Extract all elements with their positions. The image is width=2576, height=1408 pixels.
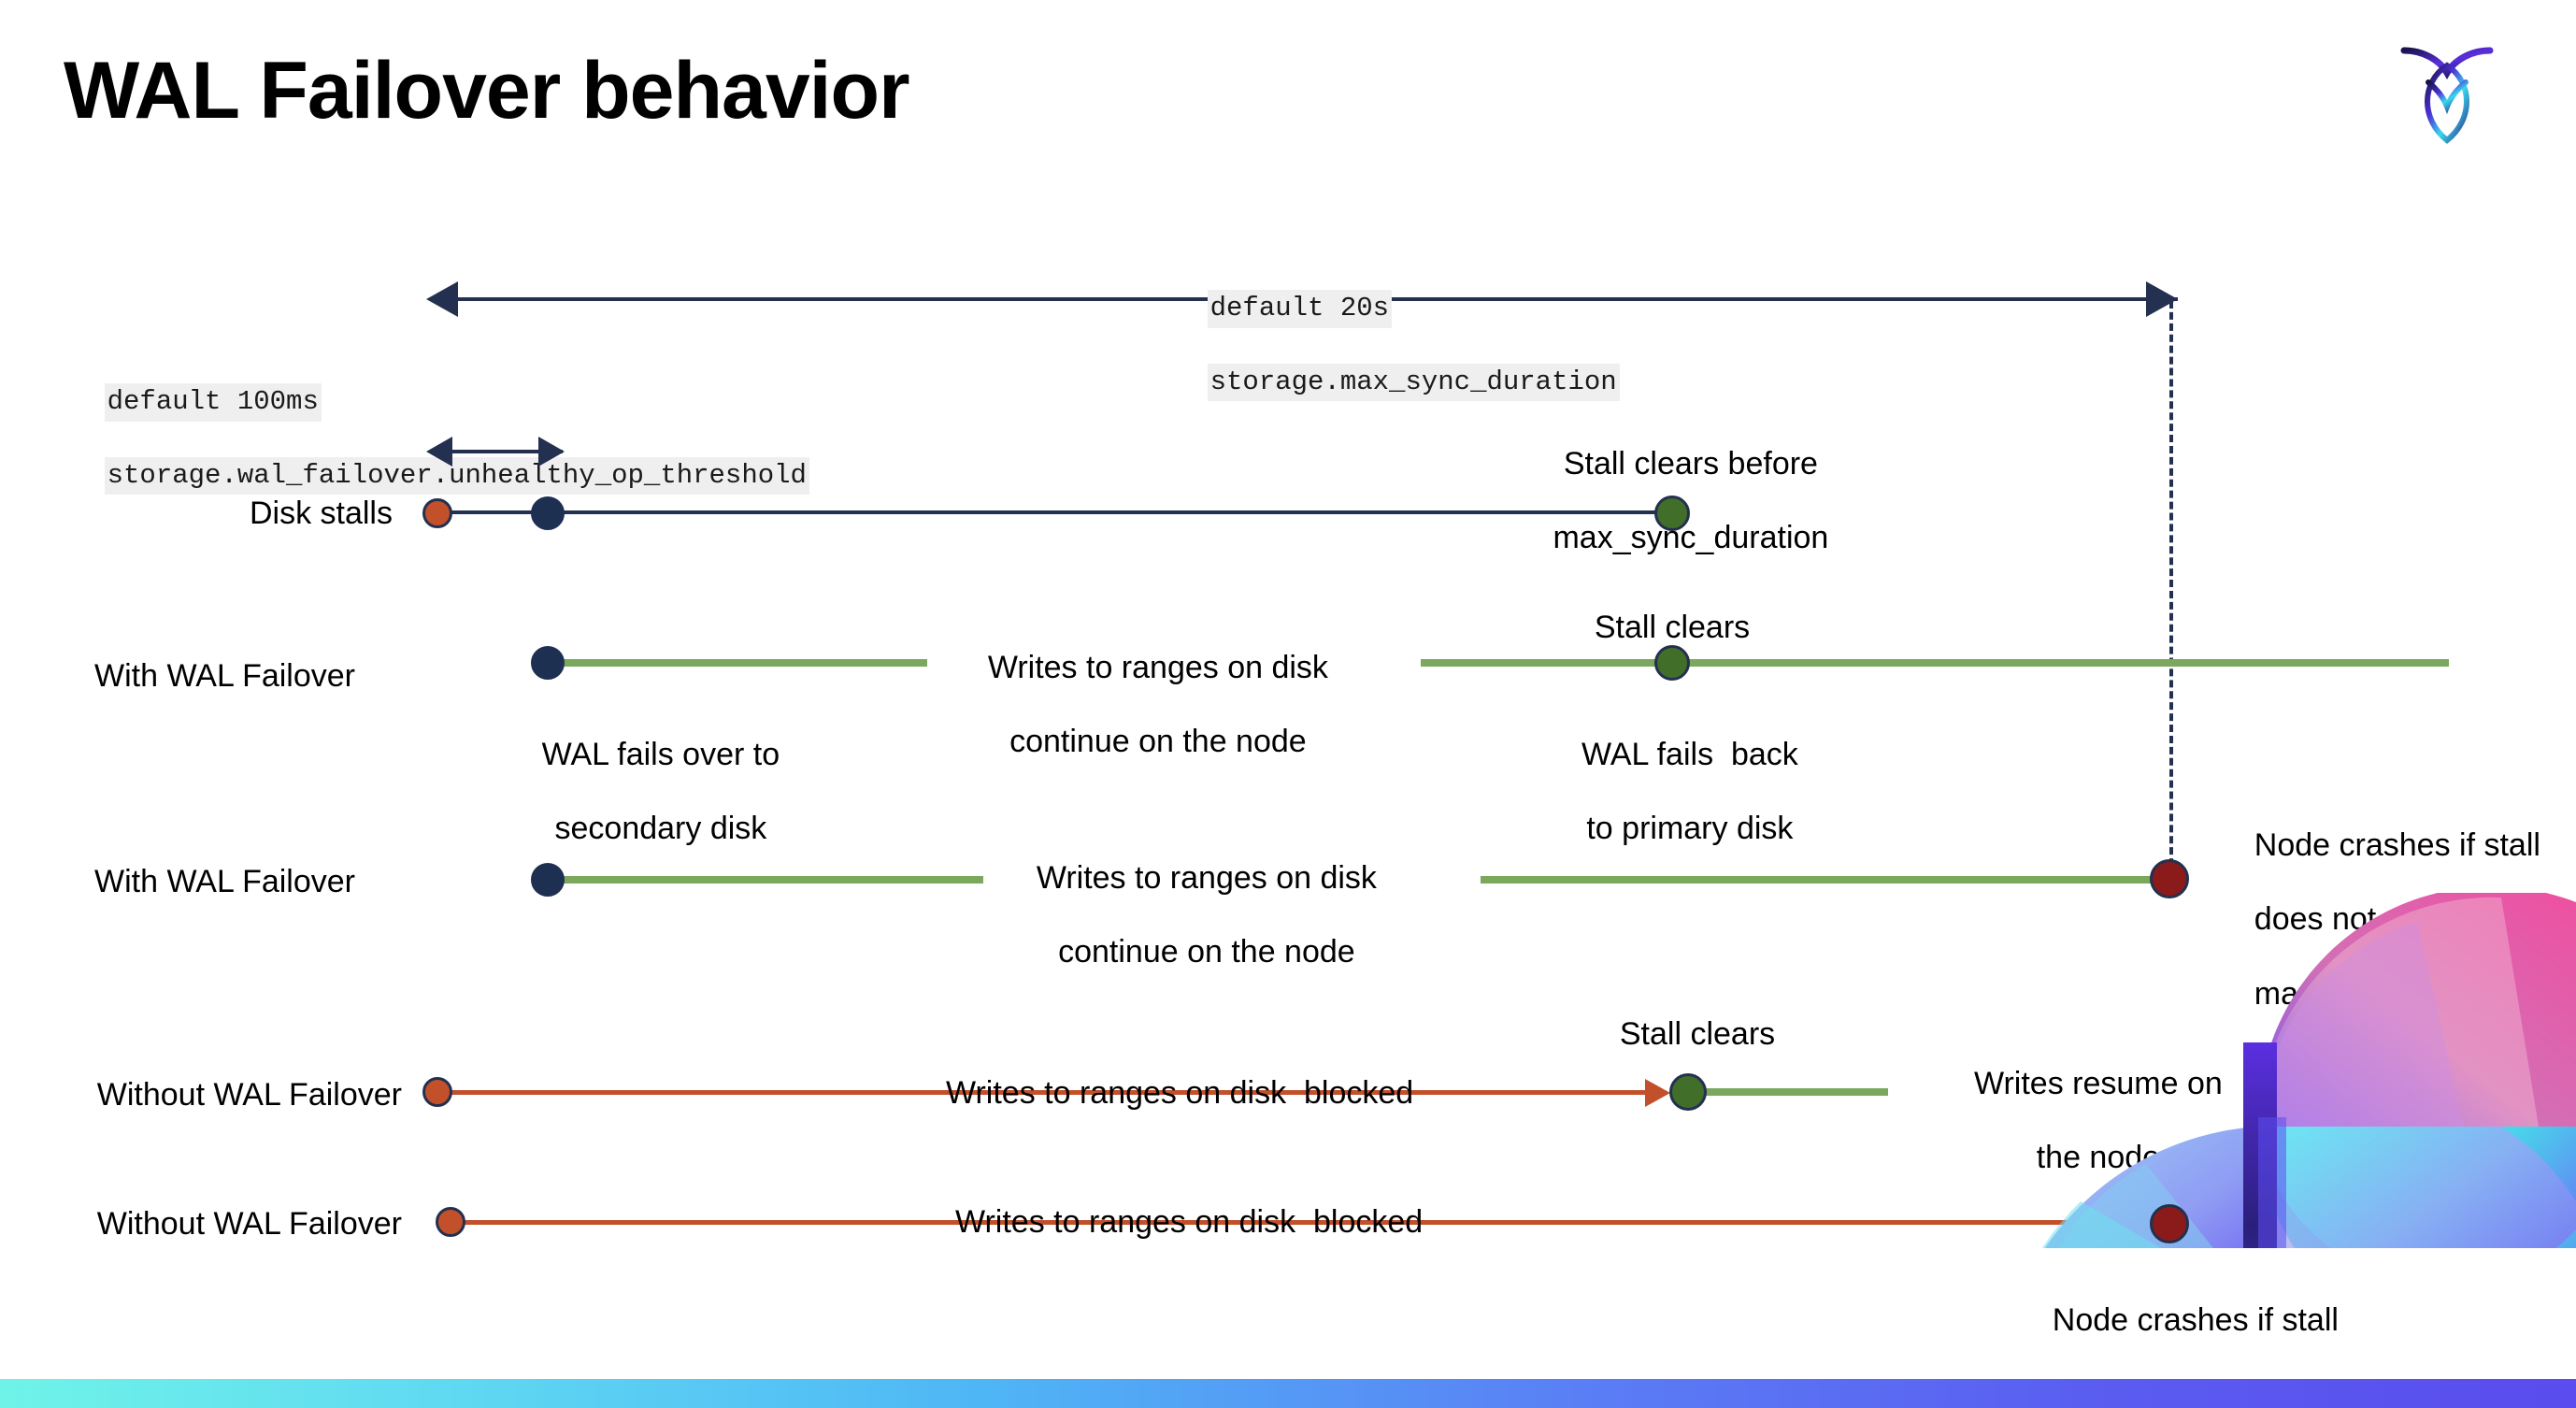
writes-continue-2-line1: Writes to ranges on disk xyxy=(1036,859,1377,896)
unhealthy-span-right-arrowhead xyxy=(538,437,565,467)
writes-continue-1-line1: Writes to ranges on disk xyxy=(987,649,1328,685)
without-failover-1-resume-line-far xyxy=(2288,1088,2456,1096)
wal-fails-over-line1: WAL fails over to xyxy=(541,736,780,772)
unhealthy-threshold-span-line xyxy=(430,450,563,453)
node-crash-dot-row3 xyxy=(2150,859,2189,898)
max-sync-default-text: default 20s xyxy=(1207,290,1393,328)
without-failover-1-arrowhead xyxy=(1645,1079,1670,1107)
writes-continue-2-line2: continue on the node xyxy=(1058,934,1355,970)
wal-failover-trigger-dot-row2 xyxy=(531,646,565,680)
unhealthy-span-left-arrowhead xyxy=(426,437,452,467)
stall-clears-dot-row1 xyxy=(1654,496,1690,531)
wal-failover-trigger-dot-row3 xyxy=(531,863,565,897)
with-failover-1-segment-a xyxy=(553,659,927,667)
max-sync-duration-setting: default 20s storage.max_sync_duration xyxy=(1142,254,1620,437)
row-label-with-wal-failover-2: With WAL Failover xyxy=(94,864,355,899)
annotation-stall-clears-row4: Stall clears xyxy=(1619,1016,1776,1052)
without-failover-1-resume-line xyxy=(1682,1088,1888,1096)
max-sync-deadline-dashed-line xyxy=(2169,301,2173,877)
annotation-wal-fails-back: WAL fails back to primary disk xyxy=(1518,699,1826,885)
row-label-disk-stalls: Disk stalls xyxy=(249,496,393,531)
node-crash-callout-card xyxy=(1972,1248,2576,1379)
with-failover-2-segment-b xyxy=(1481,876,2168,884)
without-failover-2-blocked-line xyxy=(451,1220,2161,1225)
annotation-stall-clears-row2: Stall clears xyxy=(1594,610,1751,645)
disk-stall-start-dot-row4 xyxy=(422,1077,452,1107)
row-label-with-wal-failover-1: With WAL Failover xyxy=(94,658,355,694)
annotation-stall-clears-before: Stall clears before max_sync_duration xyxy=(1491,409,1855,595)
unhealthy-op-threshold-setting: default 100ms storage.wal_failover.unhea… xyxy=(39,348,809,530)
writes-continue-1-line2: continue on the node xyxy=(1009,724,1307,760)
annotation-writes-continue-row3: Writes to ranges on disk continue on the… xyxy=(983,823,1395,1009)
annotation-writes-blocked-row5: Writes to ranges on disk blocked xyxy=(955,1204,1424,1240)
annotation-writes-resume: Writes resume on the node xyxy=(1922,1028,2240,1214)
cockroachdb-logo-icon xyxy=(2391,28,2503,150)
annotation-writes-continue-row2: Writes to ranges on disk continue on the… xyxy=(935,612,1346,798)
stall-clears-before-line2: max_sync_duration xyxy=(1553,520,1829,556)
page-title: WAL Failover behavior xyxy=(64,46,910,136)
wal-failover-trigger-dot-row1 xyxy=(531,496,565,530)
max-sync-span-left-arrowhead xyxy=(426,281,458,317)
unhealthy-name-text: storage.wal_failover.unhealthy_op_thresh… xyxy=(104,456,809,496)
unhealthy-default-text: default 100ms xyxy=(104,383,322,422)
annotation-writes-blocked-row4: Writes to ranges on disk blocked xyxy=(946,1075,1414,1111)
stall-clears-dot-row2 xyxy=(1654,645,1690,681)
max-sync-name-text: storage.max_sync_duration xyxy=(1207,363,1620,402)
with-failover-1-segment-b xyxy=(1421,659,2449,667)
without-failover-1-blocked-line xyxy=(437,1090,1662,1095)
node-crashes-r5-line1: Node crashes if stall xyxy=(2052,1301,2339,1338)
disk-stall-start-dot-row5 xyxy=(436,1207,465,1237)
row-label-without-wal-failover-2: Without WAL Failover xyxy=(96,1206,402,1242)
node-crash-dot-row5 xyxy=(2150,1204,2189,1243)
node-crashes-r3-line3: max_sync_duration xyxy=(2254,975,2530,1012)
disk-stalls-timeline xyxy=(437,510,1671,514)
with-failover-2-segment-a xyxy=(553,876,983,884)
node-crashes-r3-line2: does not clear in xyxy=(2254,901,2488,938)
wal-fails-back-line2: to primary disk xyxy=(1586,811,1794,847)
wal-fails-over-line2: secondary disk xyxy=(554,811,767,847)
disk-stall-start-dot xyxy=(422,498,452,528)
annotation-wal-fails-over: WAL fails over to secondary disk xyxy=(475,699,811,885)
row-label-without-wal-failover-1: Without WAL Failover xyxy=(96,1077,402,1113)
writes-resume-line2: the node xyxy=(2036,1140,2161,1176)
bottom-gradient-bar xyxy=(0,1379,2576,1408)
stall-clears-dot-row4 xyxy=(1669,1073,1707,1111)
writes-resume-line1: Writes resume on xyxy=(1974,1065,2223,1101)
annotation-node-crashes-row3: Node crashes if stall does not clear in … xyxy=(2219,790,2574,1050)
node-crashes-r3-line1: Node crashes if stall xyxy=(2254,826,2540,863)
stall-clears-before-line1: Stall clears before xyxy=(1563,445,1818,481)
wal-fails-back-line1: WAL fails back xyxy=(1581,736,1798,772)
